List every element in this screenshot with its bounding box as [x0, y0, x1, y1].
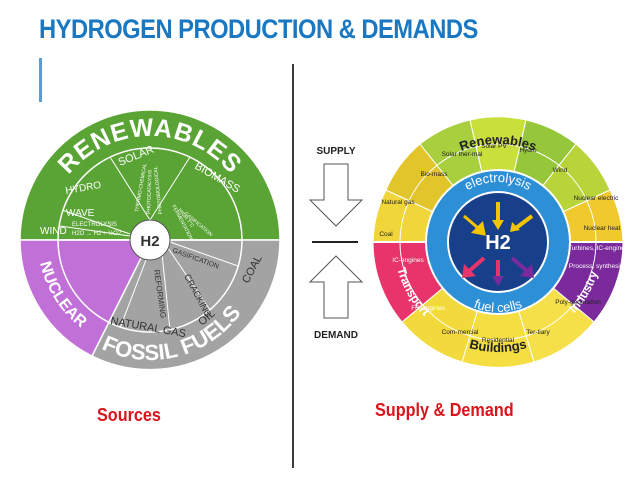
renewables-arc: Renewables: [457, 132, 538, 154]
sector-residential: Residential: [482, 337, 515, 344]
supply-label: SUPPLY: [316, 146, 355, 157]
supply-demand-caption: Supply & Demand: [375, 400, 514, 420]
sector-fc-engines: FC-engines: [411, 305, 445, 312]
sector-nuclear-electric: Nuclear electric: [574, 195, 620, 202]
label-wind: WIND: [40, 226, 67, 237]
sector-solar-thermal: Solar ther-mal: [442, 151, 483, 158]
label-electrolysis: ELECTROLYSIS: [72, 222, 117, 228]
vertical-divider: [292, 64, 294, 468]
demand-outward-arrows: [462, 256, 534, 286]
label-wave: WAVE: [66, 208, 95, 219]
supply-demand-wheel: H2 Renewables Buildings Transport Indust…: [372, 116, 629, 368]
demand-label: DEMAND: [314, 330, 358, 341]
sector-ic-engines: IC-engines: [392, 257, 424, 264]
sector-process: Process, synthesis: [569, 263, 624, 270]
renewables-sector: [19, 109, 281, 241]
fuel-cells-arc: fuel cells: [472, 296, 524, 315]
sources-caption: Sources: [97, 405, 161, 425]
nuclear-sector: [19, 239, 152, 358]
sector-solar-pv: Solar PV: [481, 143, 507, 150]
sd-hub-label: H2: [485, 232, 511, 254]
supply-arrow: [308, 163, 364, 227]
sector-natural-gas: Natural gas: [381, 199, 415, 206]
demand-arrow: [308, 255, 364, 319]
sector-biomass: Bio-mass: [420, 171, 448, 178]
sector-tertiary: Ter-tiary: [526, 329, 550, 336]
sources-wheel: H2 RENEWABLES FOSSIL FUELS NUCLEAR SOLAR…: [19, 109, 281, 371]
fossil-sector: [90, 239, 281, 371]
label-photocatalysis: PHOTOCATALYSIS: [146, 169, 154, 214]
sector-hydro: Hydro: [519, 147, 537, 154]
sector-nuclear-heat: Nuclear heat: [584, 225, 621, 232]
label-photobiological: PHOTOBIOLOGICAL: [153, 166, 164, 215]
supply-demand-arrows: SUPPLY DEMAND: [308, 146, 364, 341]
sector-polygeneration: Poly-generation: [555, 299, 601, 306]
sources-hub-label: H2: [140, 233, 159, 250]
sector-wind: Wind: [553, 167, 568, 174]
label-electrolysis-eq: H2O → H2 + ½O2: [72, 230, 122, 237]
buildings-arc: Buildings: [468, 336, 528, 355]
accent-bar: [39, 58, 42, 102]
sector-turbines: Turbines, IC-engines: [568, 245, 629, 252]
page-title: HYDROGEN PRODUCTION & DEMANDS: [39, 14, 478, 44]
supply-inward-arrows: [463, 202, 534, 236]
sector-coal: Coal: [379, 231, 393, 238]
sector-commercial: Com-mercial: [442, 329, 479, 336]
